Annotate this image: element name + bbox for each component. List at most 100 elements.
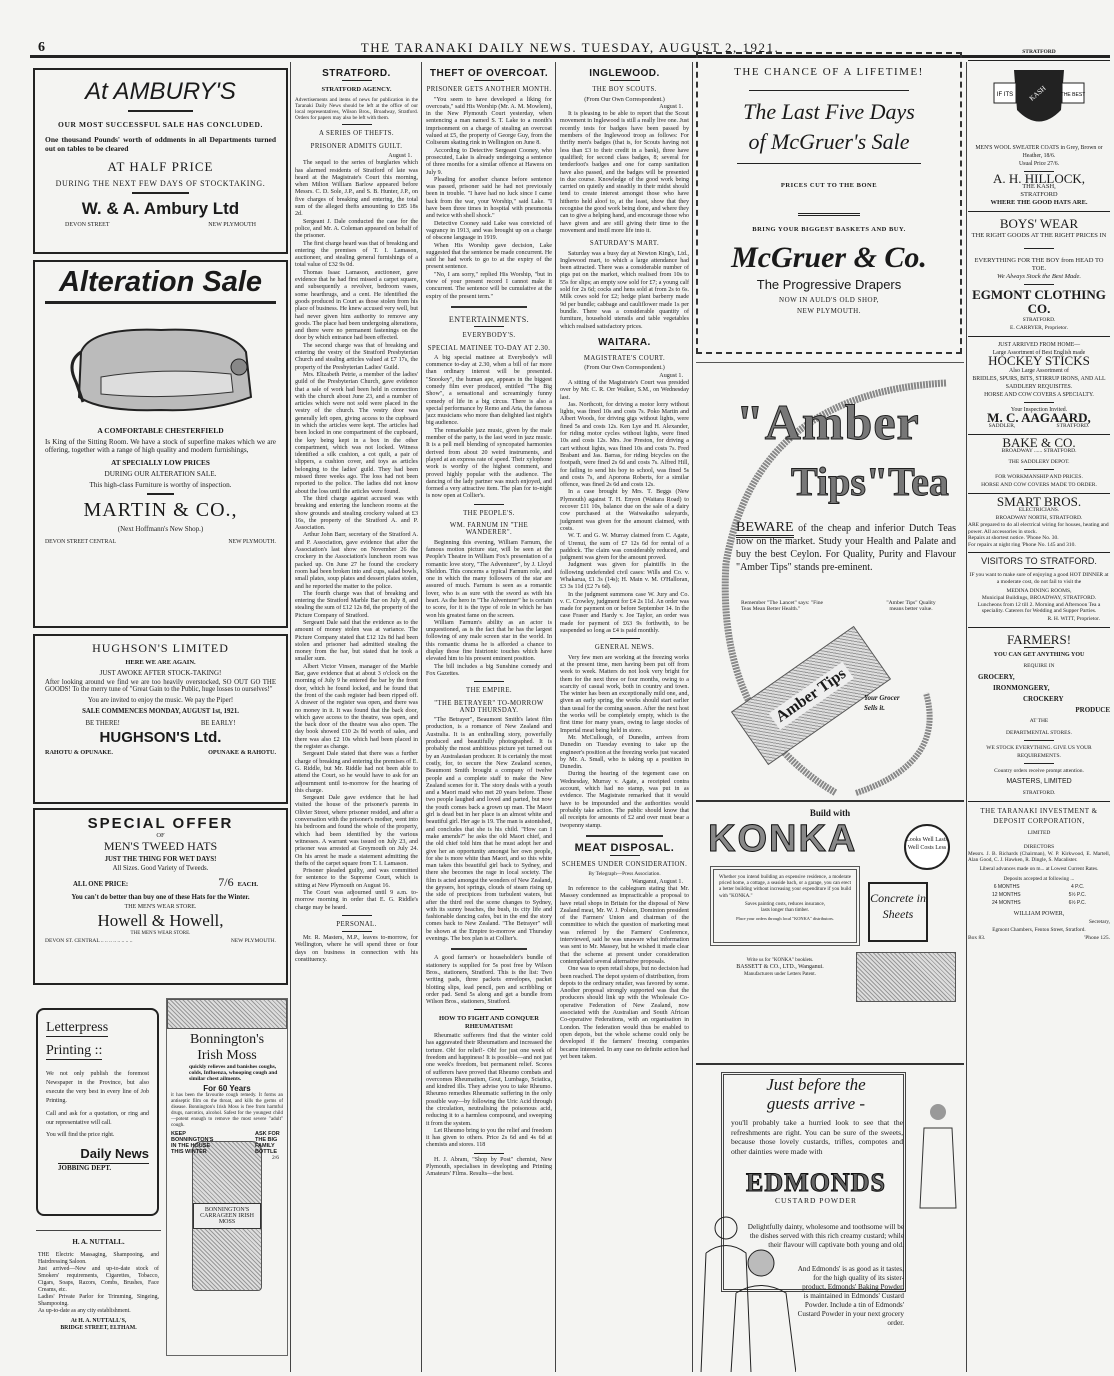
ad-title: M. C. AAGAARD, (987, 410, 1091, 425)
article-headline: MAGISTRATE'S COURT. (583, 355, 666, 363)
ad-text: STRATFORD. (1056, 423, 1090, 429)
ad-text: IF you want to make sure of enjoying a g… (969, 572, 1109, 585)
article-paragraph: It is pleasing to be able to report that… (560, 111, 689, 234)
ad-text: THE MEN'S WEAR STORE. (124, 904, 197, 910)
article-paragraph: In a case brought by Mrs. T. Beggs (New … (560, 489, 689, 532)
article-paragraph: According to Detective Sergeant Cooney, … (426, 147, 552, 176)
section-heading: INGLEWOOD. (589, 68, 660, 79)
section-heading: ENTERTAINMENTS. (448, 314, 530, 324)
article-headline: THE BOY SCOUTS. (592, 86, 657, 94)
article-paragraph: A good farmer's or householder's bundle … (426, 955, 552, 1006)
ad-text: RAHOTU & OPUNAKE. (45, 749, 113, 756)
ad-text: Remember "The Lancet" says: "Fine Teas M… (741, 600, 824, 612)
bonnington-irish-moss-ad: Bonnington's Irish Moss quickly relieves… (166, 998, 288, 1356)
article-subheadline: "THE BETRAYER" TO-MORROW AND THURSDAY. (434, 699, 544, 714)
news-column-theft-entertainments: THEFT OF OVERCOAT. PRISONER GETS ANOTHER… (423, 62, 555, 1372)
ad-text: THE Electric Massaging, Shampooing, and … (38, 1252, 159, 1265)
article-paragraph: Mr. McCullough, of Dunedin, arrives from… (560, 734, 689, 771)
rate-rate: 6½ P.C. (1068, 900, 1086, 907)
ad-text: THE SADDLERY DEPOT. (1008, 459, 1070, 465)
article-headline: PERSONAL. (336, 920, 377, 928)
article-paragraph: H. J. Abram, "Shop by Post" chemist, New… (426, 1156, 552, 1178)
ad-text: BRIDLES, SPURS, BITS, STIRRUP IRONS, AND… (972, 376, 1106, 390)
dateline: August 1. (659, 372, 683, 379)
article-paragraph: Thomas Isaac Lamason, auctioneer, gave e… (295, 269, 418, 342)
section-heading: THEFT OF OVERCOAT. (429, 68, 549, 79)
ad-title: FARMERS! (1006, 631, 1072, 647)
ad-text: DURING THE NEXT FEW DAYS OF STOCKTAKING. (55, 179, 266, 188)
bottle-price: 2/6 (271, 1155, 279, 1161)
article-subheading: STRATFORD AGENCY. (321, 86, 392, 94)
dateline: Wanganui, August 1. (632, 878, 683, 885)
looks-well-badge: Looks Well Lasts Well Costs Less (904, 824, 950, 870)
ad-text: NOW IN AULD'S OLD SHOP, (779, 296, 879, 304)
ad-text: Your Grocer Sells it. (864, 694, 900, 712)
ad-text: LIMITED (1027, 829, 1051, 836)
ambury-ad: At AMBURY'S OUR MOST SUCCESSFUL SALE HAS… (33, 68, 288, 254)
ad-text: EACH. (237, 881, 258, 888)
concrete-sheets-sign: Concrete in Sheets (868, 882, 928, 942)
ad-text: Whether you intend building an expensive… (719, 875, 851, 899)
section-heading: STRATFORD. (322, 68, 391, 79)
ad-text: Municipal Buildings, BROADWAY, STRATFORD… (981, 595, 1097, 601)
ad-text: it has been the favourite cough remedy. … (171, 1093, 283, 1128)
ad-text: DEPARTMENTAL STORES. (1006, 729, 1072, 736)
ad-text: NEW PLYMOUTH (208, 222, 256, 228)
ad-text: Luncheons from 12 till 2. Morning and Af… (977, 601, 1101, 615)
ad-title: Bonnington's (189, 1032, 265, 1047)
byline: (From Our Own Correspondent.) (584, 96, 665, 103)
article-paragraph: The sequel to the series of burglaries w… (295, 160, 418, 218)
ad-text: DEVON STREET (65, 222, 110, 228)
article-headline: THE EMPIRE. (466, 687, 512, 695)
amber-tips-tea-ad: "Amber Tips"Tea BEWARE of the cheap and … (696, 362, 964, 797)
ad-text: REQUIRE IN (1023, 662, 1055, 669)
ad-text: R. H. WITT, Proprietor. (1047, 615, 1101, 622)
ad-text: Messrs. J. B. Richards (Chairman), W. P.… (968, 850, 1110, 863)
ad-text: For repairs at night ring 'Phone No. 145… (968, 541, 1076, 548)
ad-text: ELECTRICIANS. (1018, 507, 1060, 513)
ad-title: MASTERS, LIMITED (1006, 777, 1072, 785)
ad-title: VISITORS TO STRATFORD. (981, 556, 1097, 566)
article-paragraph: A big special matinee at Everybody's wil… (426, 354, 552, 427)
section-heading: STRATFORD (1022, 49, 1056, 55)
ad-text: GROCERY, (978, 672, 1015, 681)
article-paragraph: Mr. R. Masters, M.P., leaves to-morrow, … (295, 935, 418, 964)
ad-text: HORSE AND COW COVERS A SPECIALTY. (984, 392, 1094, 398)
daily-news-label: Daily News (80, 1146, 149, 1161)
ad-title: HOCKEY STICKS (988, 353, 1090, 368)
article-paragraph: "The Betrayer", Beaumont Smith's latest … (426, 717, 552, 943)
article-paragraph: "No, I am sorry," replied His Worship, "… (426, 271, 552, 300)
ad-text: STRATFORD. (1022, 789, 1056, 796)
agency-notice: Advertisements and items of news for pub… (295, 96, 418, 122)
ad-text: ALL ONE PRICE: (73, 881, 129, 888)
dateline: August 1. (659, 103, 683, 110)
article-paragraph: Sergeant Dale stated that there was a fu… (295, 751, 418, 794)
ad-title: THE TARANAKI INVESTMENT & DEPOSIT CORPOR… (980, 806, 1098, 825)
edmonds-custard-ad: Just before the guests arrive - you'll p… (696, 1068, 964, 1372)
article-paragraph: The Court was adjourned until 9 a.m. to-… (295, 889, 418, 911)
svg-text:THE BEST: THE BEST (1061, 92, 1085, 98)
ad-text: CUSTARD POWDER (775, 1196, 857, 1205)
ad-text: 'Phone 125. (1084, 935, 1110, 942)
ad-text: Saves painting costs, reduces insurance,… (745, 901, 825, 914)
ad-text: THE RIGHT GOODS AT THE RIGHT PRICES IN (971, 232, 1107, 239)
article-headline: A SERIES OF THEFTS. (318, 130, 395, 138)
ad-text: KEEP BONNINGTON'S IN THE HOUSE THIS WINT… (171, 1131, 214, 1155)
nuttall-ad: H. A. NUTTALL. THE Electric Massaging, S… (36, 1230, 161, 1360)
ad-text: JUST AWOKE AFTER STOCK-TAKING! (99, 669, 222, 677)
ad-text: NEW PLYMOUTH. (228, 539, 276, 545)
ad-text: E. CARRYER, Proprietor. (1010, 325, 1068, 331)
ad-text: HORSE AND COW COVERS MADE TO ORDER. (981, 482, 1097, 488)
article-paragraph: Albert Victor Vinsen, manager of the Mar… (295, 663, 418, 751)
ad-text: NEW PLYMOUTH. (796, 307, 861, 315)
mcgruer-sale-ad: THE CHANCE OF A LIFETIME! The Last Five … (696, 52, 962, 354)
ad-text: And Edmonds' is as good as it tastes, fo… (797, 1265, 904, 1327)
article-paragraph: Detective Cooney said Lake was convicted… (426, 220, 552, 242)
ad-text: HERE WE ARE AGAIN. (125, 659, 196, 666)
ad-title: guests arrive - (766, 1094, 866, 1113)
svg-text:IF ITS: IF ITS (997, 92, 1013, 98)
ad-text: Build with (809, 808, 851, 818)
